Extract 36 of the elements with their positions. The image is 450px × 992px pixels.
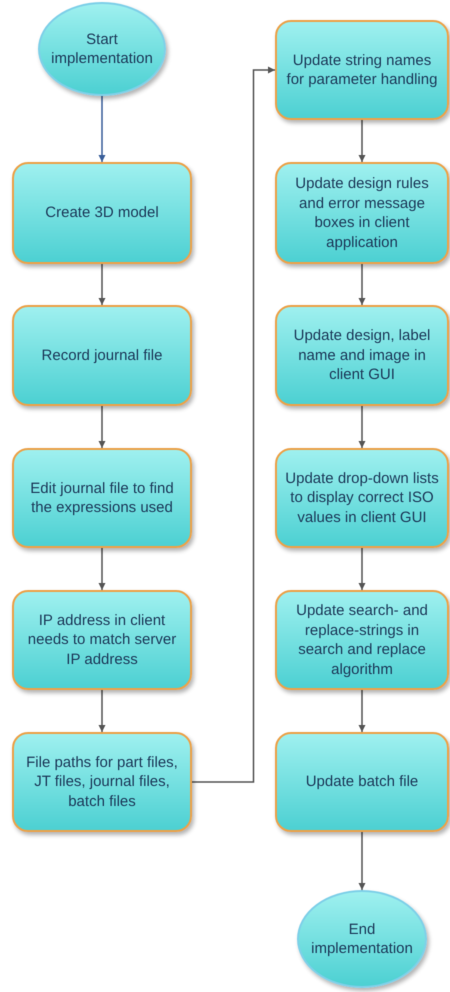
process-box bbox=[275, 162, 449, 264]
node-text: Create 3D model bbox=[45, 203, 159, 223]
process-box bbox=[275, 732, 449, 832]
node-text: Update design, label name and image in client GUI bbox=[292, 326, 432, 385]
arrow bbox=[98, 96, 106, 162]
process-box bbox=[275, 448, 449, 548]
arrow bbox=[98, 406, 106, 448]
arrow bbox=[358, 548, 366, 590]
node-text: Update batch file bbox=[306, 772, 418, 792]
node-text: Update search- and replace-strings in search and replace algorithm bbox=[295, 601, 429, 679]
process-box bbox=[275, 590, 449, 690]
arrow bbox=[192, 66, 275, 783]
node-text: Record journal file bbox=[42, 346, 162, 366]
arrow bbox=[98, 264, 106, 305]
arrow bbox=[358, 264, 366, 305]
process-box bbox=[275, 305, 449, 406]
node-text: Update string names for parameter handling bbox=[286, 50, 438, 90]
node-text: Update drop-down lists to display correct ISO values in client GUI bbox=[284, 468, 440, 528]
process-box bbox=[12, 732, 192, 832]
arrow bbox=[98, 690, 106, 732]
process-box bbox=[12, 162, 192, 264]
node-text: End implementation bbox=[310, 920, 414, 958]
arrow bbox=[358, 690, 366, 732]
process-box bbox=[275, 20, 449, 120]
node-text: Edit journal file to find the expressions used bbox=[29, 478, 175, 518]
process-box bbox=[12, 305, 192, 406]
node-text: IP address in client needs to match server IP address bbox=[26, 610, 178, 670]
arrow bbox=[358, 120, 366, 162]
process-box bbox=[12, 448, 192, 548]
node-text: Start implementation bbox=[50, 30, 154, 68]
arrow bbox=[98, 548, 106, 590]
node-text: File paths for part files, JT files, journal files, batch files bbox=[25, 752, 179, 812]
process-box bbox=[12, 590, 192, 690]
node-text: Update design rules and error message boxes in client application bbox=[294, 174, 430, 252]
arrow bbox=[358, 832, 366, 890]
arrow bbox=[358, 406, 366, 448]
